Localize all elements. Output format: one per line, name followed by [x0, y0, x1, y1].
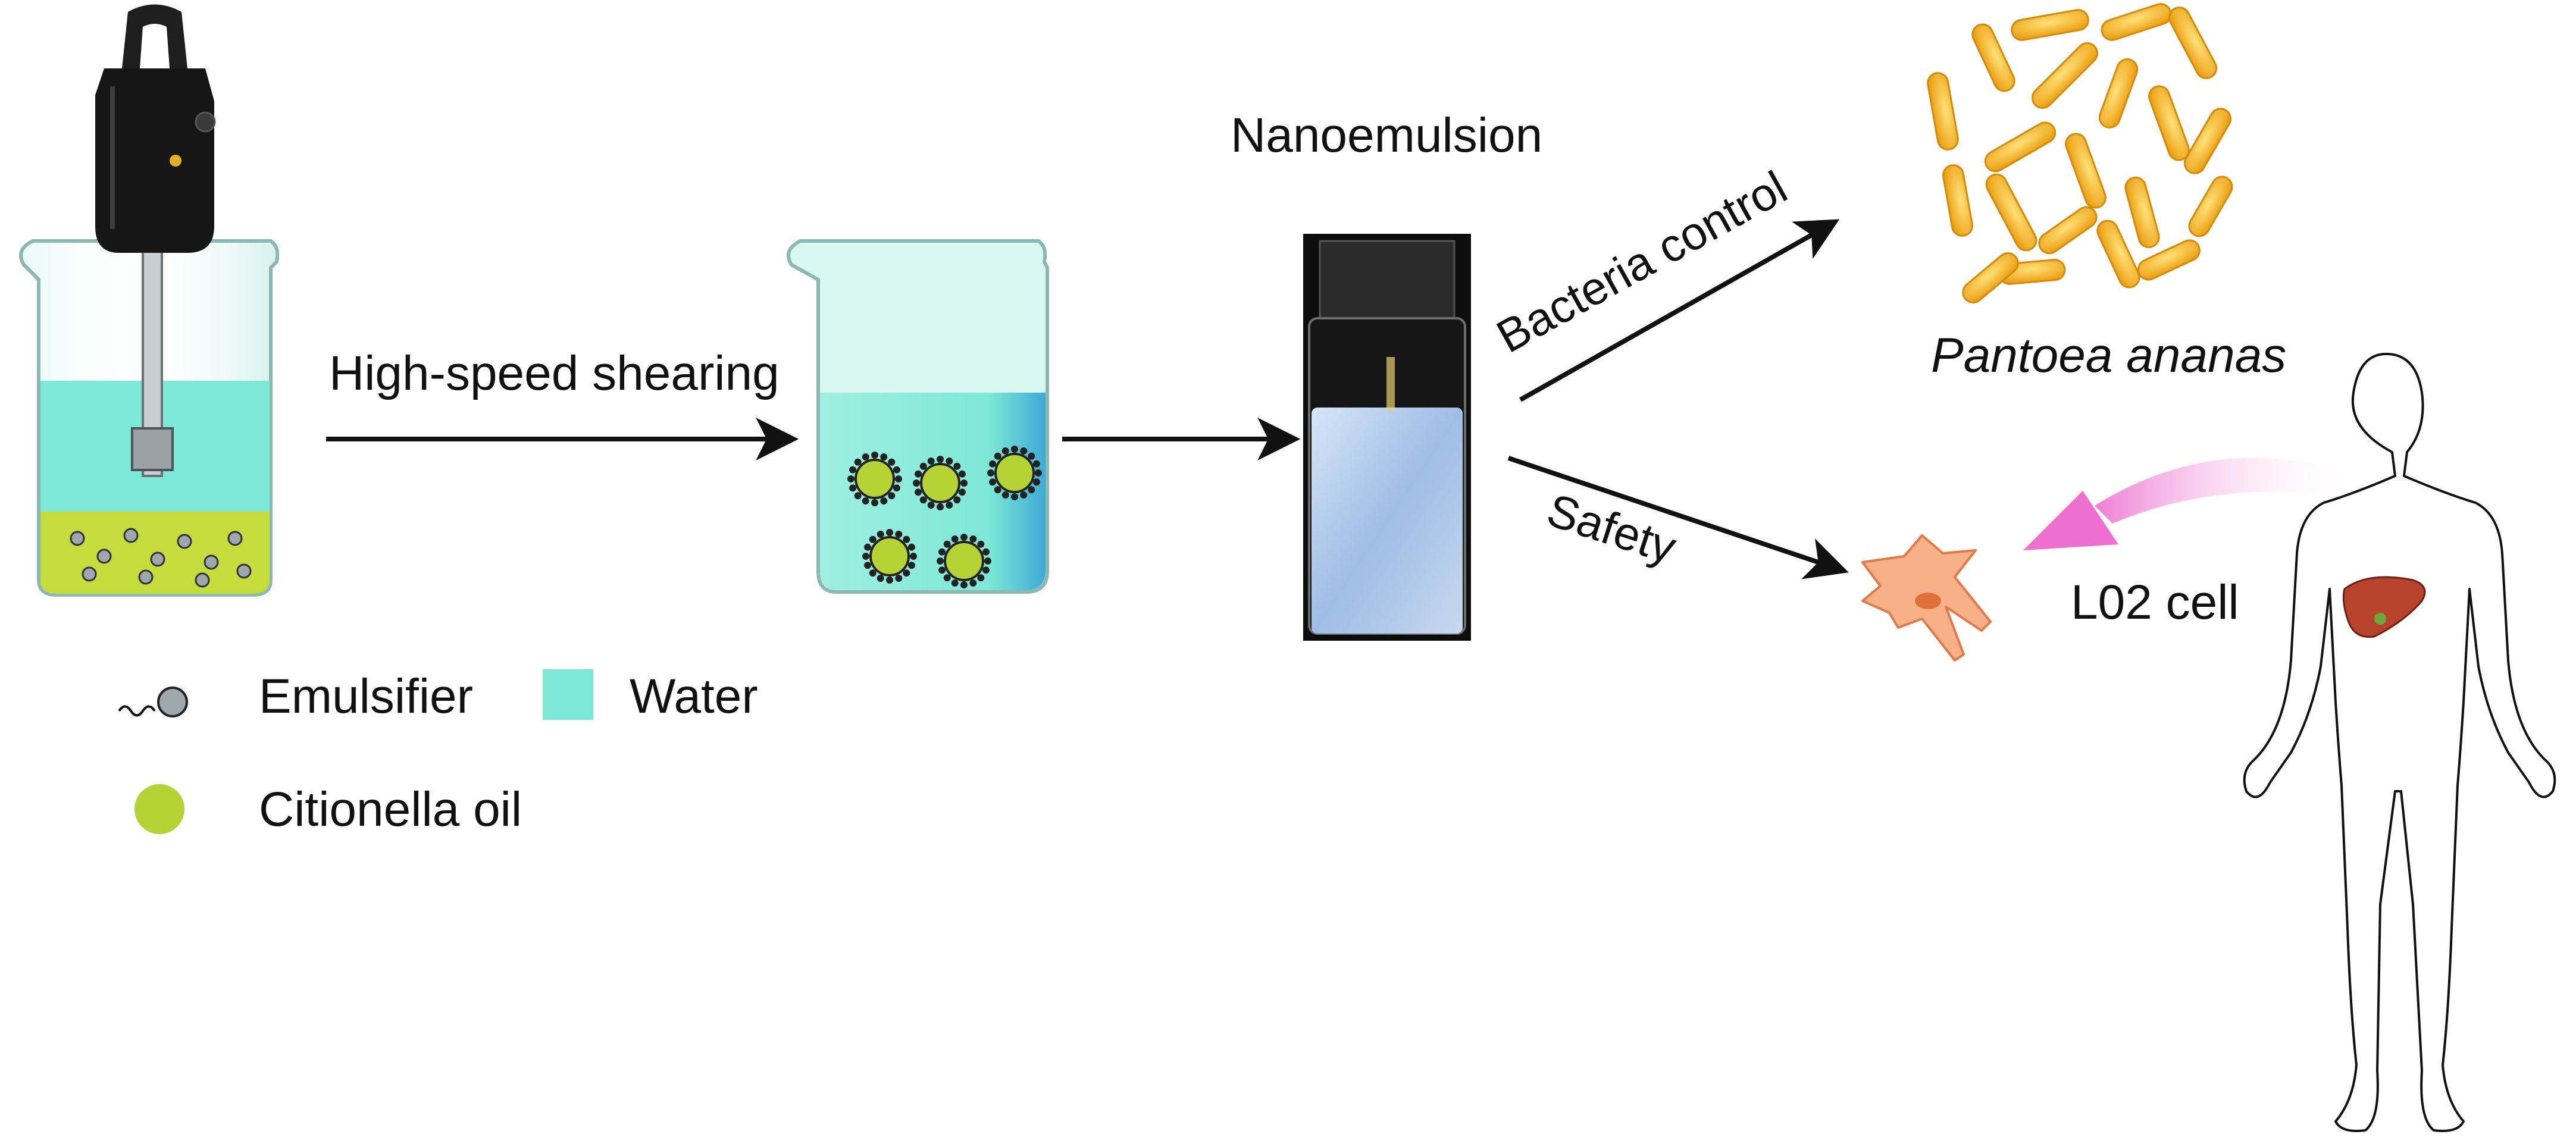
beaker-emulsion — [787, 239, 1049, 594]
oil-droplet — [847, 452, 902, 506]
label-high-speed-shearing: High-speed shearing — [329, 346, 780, 400]
human-body-icon — [2243, 353, 2556, 1132]
oil-droplet — [937, 534, 991, 588]
rod-bacteria-icon — [1927, 3, 2233, 303]
legend-emulsifier-label: Emulsifier — [259, 669, 473, 723]
legend-water-swatch — [543, 669, 593, 720]
emulsifier-molecules — [70, 528, 252, 588]
oil-droplet — [913, 456, 968, 510]
legend: Emulsifier Water Citionella oil — [118, 669, 758, 836]
oil-droplets — [847, 446, 1042, 588]
oil-droplet — [862, 529, 917, 584]
label-pantoea-ananas: Pantoea ananas — [1931, 328, 2286, 383]
label-nanoemulsion: Nanoemulsion — [1231, 108, 1542, 162]
hepatocyte-icon — [1861, 534, 1992, 662]
arrow-bacteria-control — [1519, 219, 1840, 402]
homogenizer-handle — [122, 4, 187, 68]
oil-droplet — [987, 446, 1042, 500]
vial-icon — [1303, 234, 1471, 641]
arrow-liver-to-cell — [2023, 457, 2356, 550]
legend-emulsifier-icon — [118, 687, 188, 717]
vial-emulsion-liquid — [1312, 408, 1463, 634]
label-l02-cell: L02 cell — [2071, 575, 2239, 629]
arrow-safety — [1507, 456, 1849, 579]
legend-water-label: Water — [630, 669, 758, 723]
homogenizer-head — [131, 427, 174, 471]
label-safety: Safety — [1541, 483, 1683, 574]
liver-icon — [2342, 576, 2426, 638]
beaker-with-homogenizer — [19, 4, 280, 597]
legend-oil-label: Citionella oil — [259, 782, 522, 836]
legend-oil-swatch — [134, 784, 184, 834]
homogenizer-icon — [95, 68, 214, 253]
